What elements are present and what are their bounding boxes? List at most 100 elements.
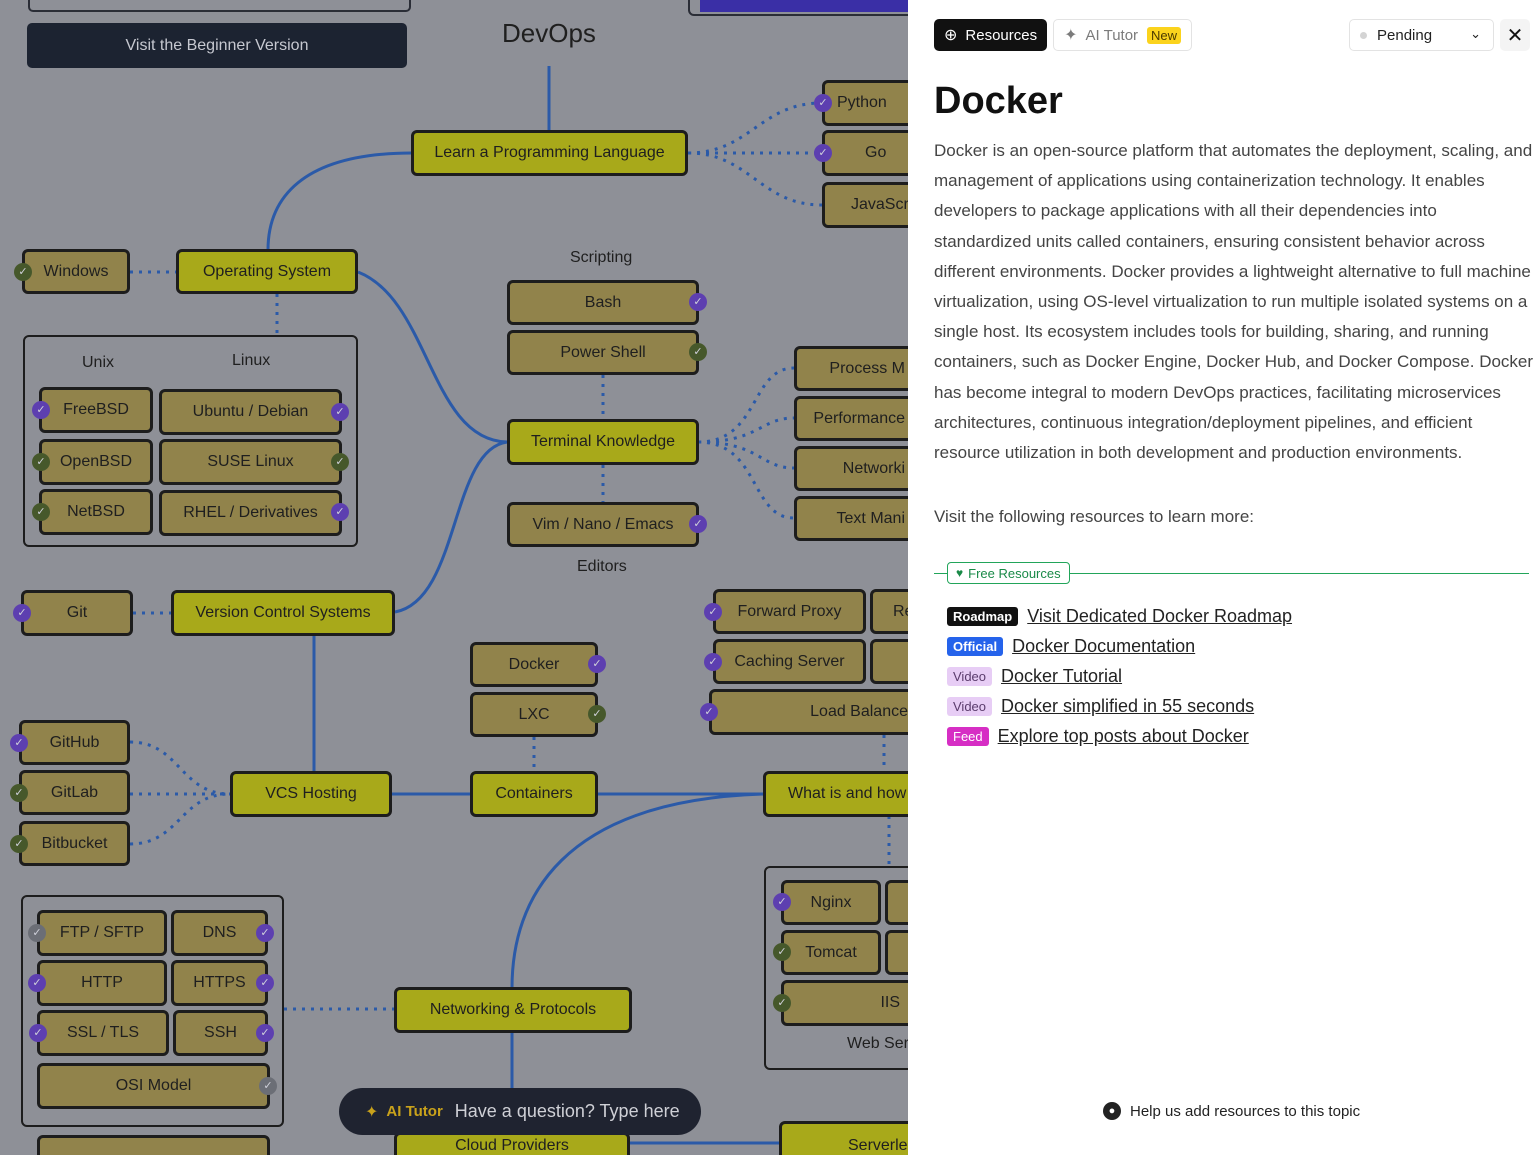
node-cut[interactable] [870,639,908,684]
node-http[interactable]: HTTP [37,960,167,1006]
node-tomcat[interactable]: Tomcat [781,930,881,975]
resource-link[interactable]: Docker Tutorial [1001,666,1123,686]
pending-check-icon[interactable]: ✓ [689,515,707,533]
resource-tag: Feed [947,727,989,746]
roadmap-canvas[interactable]: Visit the Beginner Version DevOps Learn … [0,0,908,1155]
done-check-icon[interactable]: ✓ [773,943,791,961]
pending-check-icon[interactable]: ✓ [773,893,791,911]
node-text-manipulation[interactable]: Text Mani [794,496,908,541]
pending-check-icon[interactable]: ✓ [256,1024,274,1042]
pending-check-icon[interactable]: ✓ [10,734,28,752]
node-iis[interactable]: IIS [781,980,908,1026]
status-dot [1360,31,1367,39]
node-gitlab[interactable]: GitLab [19,770,130,815]
pending-check-icon[interactable]: ✓ [814,94,832,112]
pending-check-icon[interactable]: ✓ [689,293,707,311]
pending-check-icon[interactable]: ✓ [331,503,349,521]
node-vcs[interactable]: Version Control Systems [171,590,395,636]
node-learn-programming[interactable]: Learn a Programming Language [411,130,688,176]
node-process[interactable]: Process M [794,346,908,391]
node-nginx[interactable]: Nginx [781,880,881,925]
node-openbsd[interactable]: OpenBSD [39,439,153,485]
node-freebsd[interactable]: FreeBSD [39,387,153,433]
node-power-shell[interactable]: Power Shell [507,330,699,375]
node-ftp[interactable]: FTP / SFTP [37,910,167,956]
done-check-icon[interactable]: ✓ [10,835,28,853]
node-ssl[interactable]: SSL / TLS [37,1010,169,1056]
node-cut[interactable] [37,1135,270,1155]
pending-check-icon[interactable]: ✓ [28,974,46,992]
pending-check-icon[interactable]: ✓ [256,974,274,992]
node-cut[interactable] [885,880,908,925]
pending-check-icon[interactable]: ✓ [32,401,50,419]
resource-link[interactable]: Explore top posts about Docker [997,726,1249,746]
node-performance[interactable]: Performance [794,396,908,441]
node-reverse-proxy[interactable]: Re [870,589,908,634]
node-what-is-how[interactable]: What is and how [763,771,908,817]
node-bash[interactable]: Bash [507,280,699,325]
ai-tutor-placeholder[interactable]: Have a question? Type here [454,1101,680,1121]
close-button[interactable]: ✕ [1500,19,1530,51]
node-vim[interactable]: Vim / Nano / Emacs [507,502,699,547]
resource-link[interactable]: Visit Dedicated Docker Roadmap [1027,606,1293,626]
done-check-icon[interactable]: ✓ [689,343,707,361]
node-cloud-providers[interactable]: Cloud Providers [394,1132,630,1155]
done-check-icon[interactable]: ✓ [773,994,791,1012]
done-check-icon[interactable]: ✓ [10,784,28,802]
node-python[interactable]: Python [822,80,908,126]
skipped-check-icon[interactable]: ✓ [259,1077,277,1095]
node-ssh[interactable]: SSH [173,1010,268,1056]
skipped-check-icon[interactable]: ✓ [28,924,46,942]
node-rhel[interactable]: RHEL / Derivatives [159,490,342,536]
node-suse[interactable]: SUSE Linux [159,439,342,485]
done-check-icon[interactable]: ✓ [32,503,50,521]
ai-tutor-bar[interactable]: ✦ AI Tutor Have a question? Type here [339,1088,701,1135]
status-dropdown[interactable]: Pending ⌄ [1349,19,1494,51]
pending-check-icon[interactable]: ✓ [29,1024,47,1042]
node-dns[interactable]: DNS [171,910,268,956]
node-windows[interactable]: Windows [22,249,130,294]
roadmap-connectors [129,66,891,1145]
node-osi[interactable]: OSI Model [37,1063,270,1109]
node-lxc[interactable]: LXC [470,692,598,737]
tab-resources[interactable]: ⊕ Resources [934,19,1048,51]
pending-check-icon[interactable]: ✓ [13,604,31,622]
pending-check-icon[interactable]: ✓ [256,924,274,942]
node-go[interactable]: Go [822,130,908,176]
node-terminal-knowledge[interactable]: Terminal Knowledge [507,419,699,465]
node-github[interactable]: GitHub [19,720,130,765]
done-check-icon[interactable]: ✓ [14,263,32,281]
help-add-resources-link[interactable]: ● Help us add resources to this topic [1103,1102,1360,1120]
node-forward-proxy[interactable]: Forward Proxy [713,589,866,634]
node-ubuntu[interactable]: Ubuntu / Debian [159,389,342,435]
resource-link[interactable]: Docker Documentation [1012,636,1196,656]
node-networking[interactable]: Networki [794,446,908,491]
node-https[interactable]: HTTPS [171,960,268,1006]
node-load-balancer[interactable]: Load Balance [709,689,908,735]
resource-link[interactable]: Docker simplified in 55 seconds [1001,696,1255,716]
node-docker[interactable]: Docker [470,642,598,687]
pending-check-icon[interactable]: ✓ [331,403,349,421]
node-bitbucket[interactable]: Bitbucket [19,821,130,866]
node-vcs-hosting[interactable]: VCS Hosting [230,771,392,817]
node-netbsd[interactable]: NetBSD [39,489,153,535]
node-javascript[interactable]: JavaScr [822,182,908,228]
node-caching-server[interactable]: Caching Server [713,639,866,684]
done-check-icon[interactable]: ✓ [32,453,50,471]
pending-check-icon[interactable]: ✓ [704,653,722,671]
node-git[interactable]: Git [21,590,133,636]
done-check-icon[interactable]: ✓ [588,705,606,723]
pending-check-icon[interactable]: ✓ [700,703,718,721]
resource-item: Video Docker simplified in 55 seconds [947,696,1254,717]
node-cut[interactable] [885,930,908,975]
beginner-version-button[interactable]: Visit the Beginner Version [27,23,407,68]
node-containers[interactable]: Containers [470,771,598,817]
done-check-icon[interactable]: ✓ [331,453,349,471]
pending-check-icon[interactable]: ✓ [704,603,722,621]
node-networking-protocols[interactable]: Networking & Protocols [394,987,632,1033]
pending-check-icon[interactable]: ✓ [588,655,606,673]
pending-check-icon[interactable]: ✓ [814,144,832,162]
node-serverless[interactable]: Serverle [779,1121,908,1155]
node-operating-system[interactable]: Operating System [176,249,358,294]
tab-ai-tutor[interactable]: ✦ AI Tutor New [1053,19,1193,51]
